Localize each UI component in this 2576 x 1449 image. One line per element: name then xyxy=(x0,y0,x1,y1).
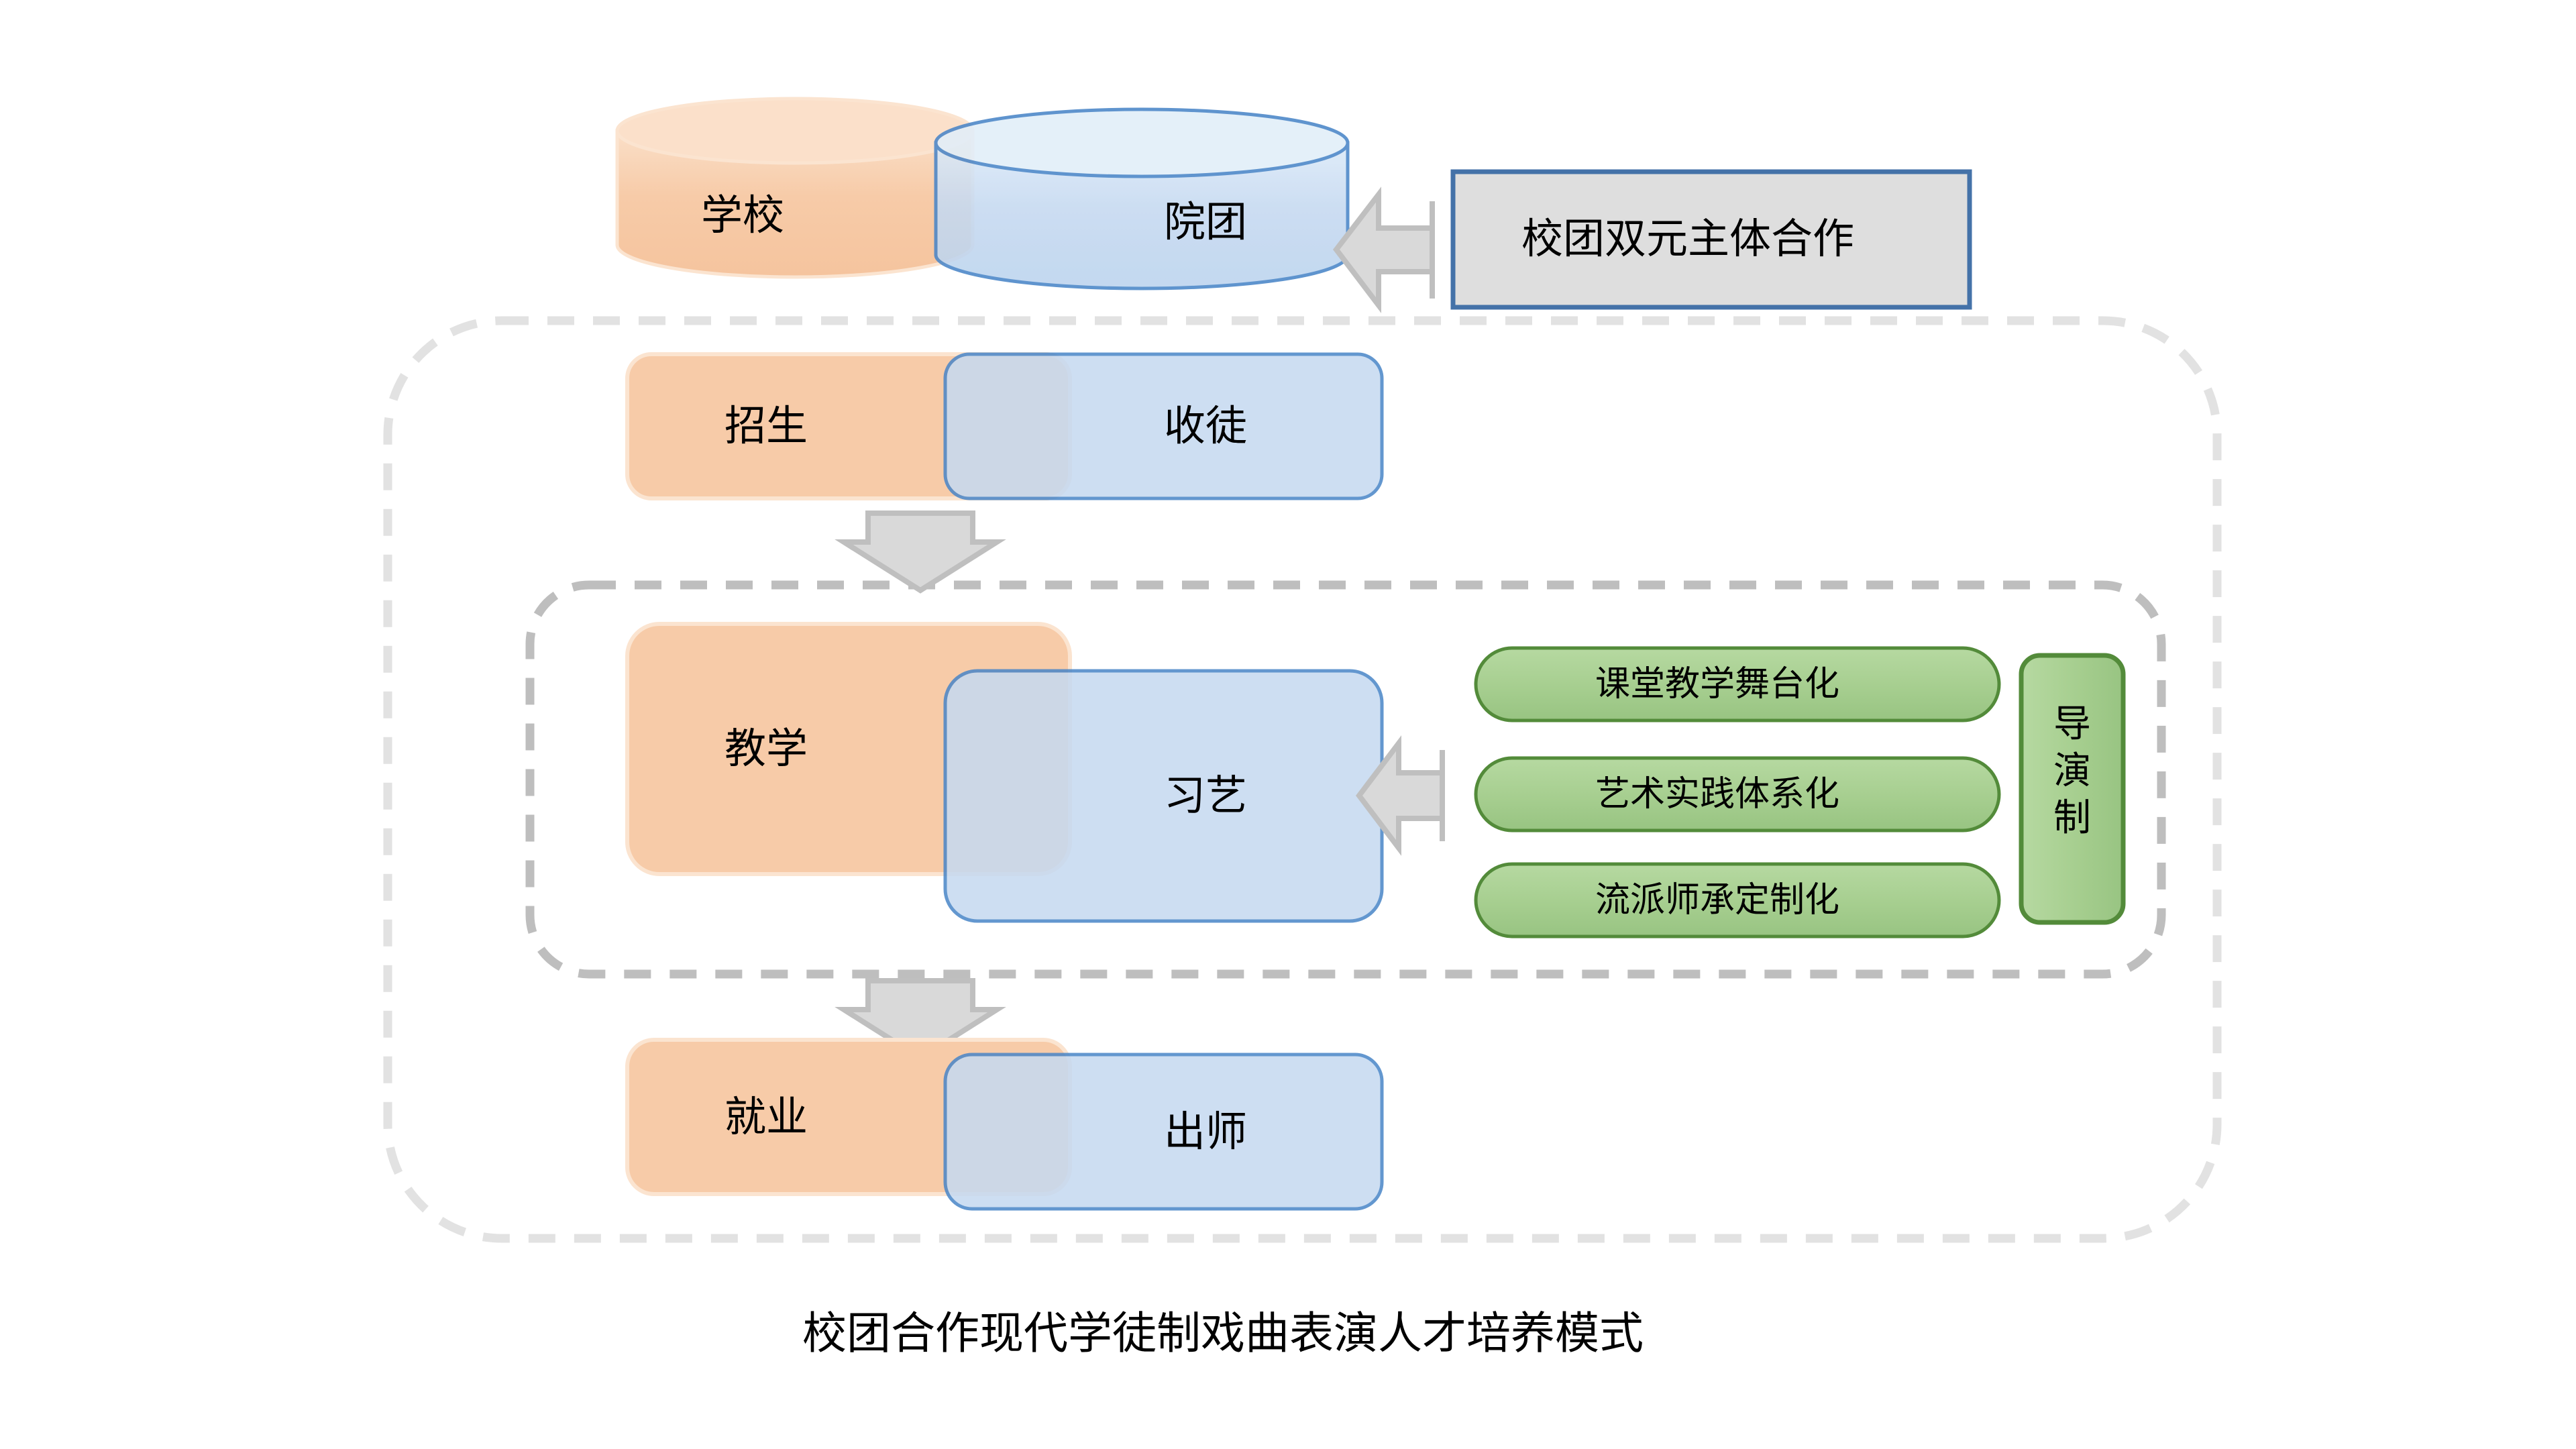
outer-dashed-container xyxy=(383,316,2222,1243)
label-director-char-3: 制 xyxy=(2053,796,2091,840)
label-director-char-2: 演 xyxy=(2053,749,2091,793)
arrow-left-practice xyxy=(1355,735,1445,856)
box-employ-troupe[interactable] xyxy=(943,1053,1384,1211)
label-director-system: 导 演 制 xyxy=(2021,701,2123,842)
arrow-down-recruit-to-teach xyxy=(835,511,1006,594)
arrow-left-partnership xyxy=(1332,186,1435,313)
cylinder-troupe[interactable] xyxy=(934,107,1350,290)
box-teach-troupe[interactable] xyxy=(943,669,1384,923)
cylinder-school[interactable] xyxy=(615,97,975,279)
inner-dashed-container xyxy=(525,580,2166,979)
box-recruit-troupe[interactable] xyxy=(943,352,1384,500)
pill-school-lineage[interactable] xyxy=(1474,862,2001,938)
label-director-char-1: 导 xyxy=(2053,702,2091,746)
pill-art-practice[interactable] xyxy=(1474,756,2001,833)
pill-classroom-stage[interactable] xyxy=(1474,646,2001,722)
box-director-system[interactable] xyxy=(2019,653,2126,925)
callout-box-partnership[interactable] xyxy=(1450,169,1972,310)
